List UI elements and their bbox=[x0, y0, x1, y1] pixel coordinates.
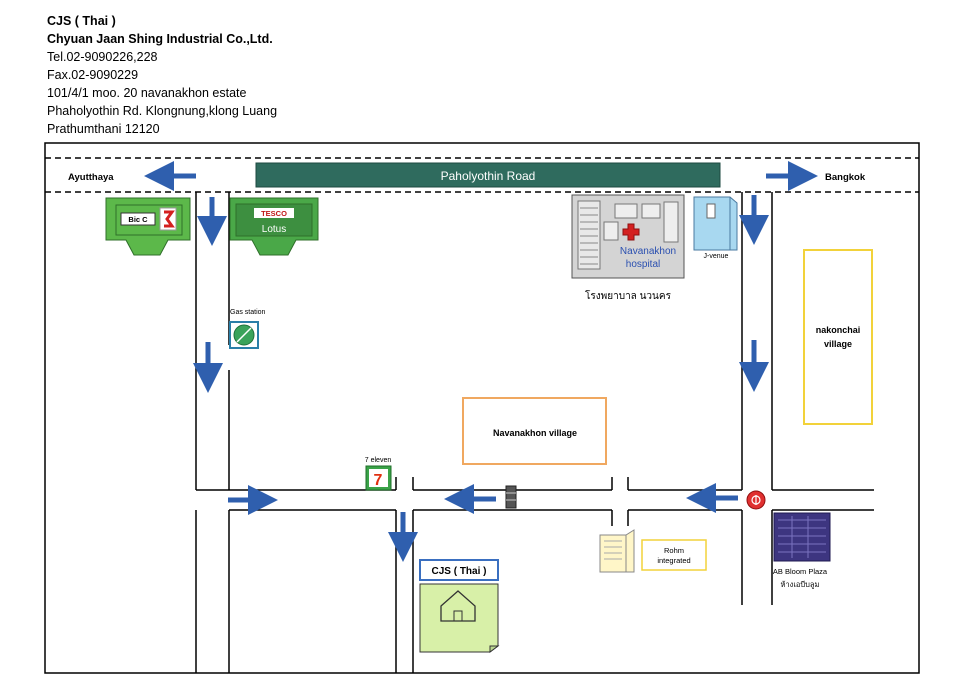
seven-eleven-store: 7 bbox=[365, 465, 392, 491]
map-frame bbox=[44, 142, 920, 674]
road-name-banner bbox=[255, 162, 721, 188]
bigc-logo-icon bbox=[164, 210, 175, 228]
cjs-destination-label: CJS ( Thai ) bbox=[431, 566, 486, 577]
direction-ayutthaya: Ayutthaya bbox=[68, 172, 114, 183]
bigc-store: Bic C bbox=[105, 197, 191, 256]
nakonchai-label-1: nakonchai bbox=[816, 325, 861, 335]
nakonchai-label-2: village bbox=[824, 339, 852, 349]
company-header: CJS ( Thai ) Chyuan Jaan Shing Industria… bbox=[47, 12, 277, 138]
hospital-label-1: Navanakhon bbox=[620, 246, 676, 257]
seven-eleven-label: 7 eleven bbox=[365, 457, 392, 464]
gas-station-label: Gas station bbox=[230, 309, 266, 316]
company-address-3: Prathumthani 12120 bbox=[47, 122, 160, 136]
lotus-label: Lotus bbox=[262, 224, 286, 235]
hospital-label-2: hospital bbox=[626, 259, 660, 270]
company-address-1: 101/4/1 moo. 20 navanakhon estate bbox=[47, 86, 247, 100]
nakonchai-village-area bbox=[803, 249, 873, 425]
red-cross-icon bbox=[622, 223, 640, 241]
house-icon bbox=[440, 590, 476, 622]
direction-arrows bbox=[144, 161, 818, 562]
cjs-destination-label-box bbox=[419, 559, 499, 581]
company-tel: Tel.02-9090226,228 bbox=[47, 50, 158, 64]
rohm-label-2: integrated bbox=[657, 556, 690, 565]
navanakhon-village-label: Navanakhon village bbox=[493, 428, 577, 438]
tesco-lotus-store: TESCO Lotus bbox=[229, 197, 319, 256]
navanakhon-village-area bbox=[462, 397, 607, 465]
rohm-building bbox=[599, 529, 635, 573]
ab-bloom-thai-label: ห้างเอบีบลูม bbox=[781, 580, 820, 589]
rohm-label-1: Rohm bbox=[664, 546, 684, 555]
seven-eleven-logo-icon: 7 bbox=[374, 472, 383, 489]
company-address-2: Phaholyothin Rd. Klongnung,klong Luang bbox=[47, 104, 278, 118]
bigc-label: Bic C bbox=[128, 215, 148, 224]
company-fax: Fax.02-9090229 bbox=[47, 68, 139, 82]
gas-station-icon bbox=[229, 321, 259, 349]
tesco-label: TESCO bbox=[261, 209, 287, 218]
ab-bloom-plaza-building bbox=[773, 512, 831, 562]
direction-bangkok: Bangkok bbox=[825, 172, 866, 183]
road-name: Paholyothin Road bbox=[441, 169, 536, 183]
bridge-marker-icon bbox=[505, 485, 517, 509]
jvenue-building bbox=[693, 196, 738, 251]
cjs-building bbox=[419, 583, 500, 653]
ab-bloom-label: AB Bloom Plaza bbox=[773, 567, 828, 576]
hospital-thai-label: โรงพยาบาล นวนคร bbox=[585, 289, 672, 302]
jvenue-label: J-venue bbox=[704, 253, 729, 260]
company-short-name: CJS ( Thai ) bbox=[47, 14, 116, 28]
hospital-building: Navanakhon hospital bbox=[571, 194, 685, 279]
rohm-label-box bbox=[641, 539, 707, 571]
company-full-name: Chyuan Jaan Shing Industrial Co.,Ltd. bbox=[47, 32, 273, 46]
